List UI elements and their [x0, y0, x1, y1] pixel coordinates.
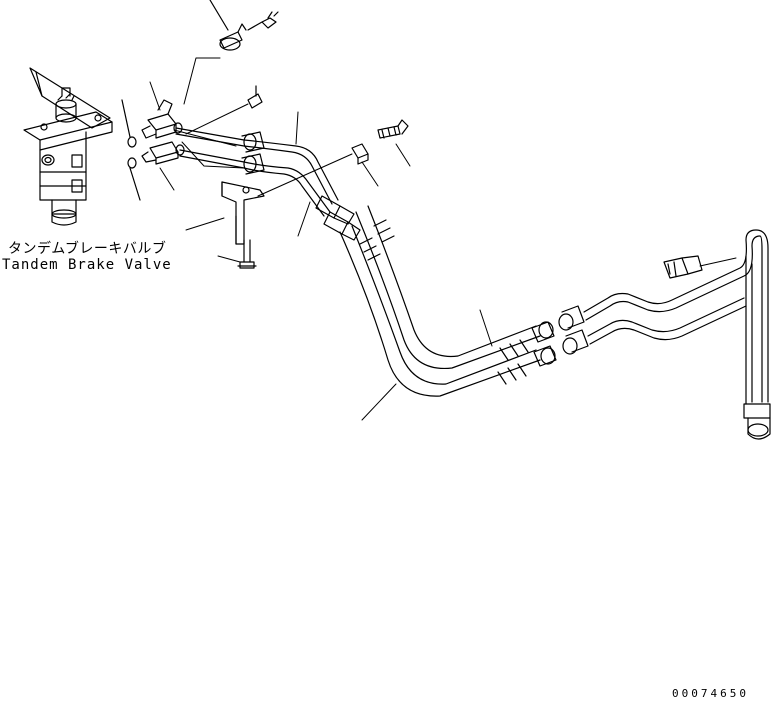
hose-fitting [532, 322, 556, 366]
leader-line [160, 168, 174, 190]
hose-fitting [316, 196, 360, 240]
drawing-number: 00074650 [672, 687, 749, 700]
union-connector [559, 306, 588, 354]
tube-end-fitting [744, 404, 770, 439]
leader-line [700, 258, 736, 266]
tee-fitting [142, 142, 184, 164]
brake-tube [584, 230, 768, 404]
leader-line [296, 112, 298, 144]
leader-line [480, 310, 492, 346]
brake-hose [340, 206, 540, 396]
leader-line [362, 384, 396, 420]
brake-tube [176, 128, 338, 216]
o-ring [122, 100, 140, 200]
tee-fitting [142, 100, 182, 138]
leader-line [218, 256, 240, 262]
pressure-switch [210, 0, 278, 50]
leader-line [298, 202, 310, 236]
leader-line [258, 154, 352, 196]
bolt [378, 120, 408, 138]
leader-line [396, 144, 410, 166]
plug [248, 86, 262, 108]
tube-end-cap [664, 256, 702, 278]
part-label-japanese: タンデムブレーキバルブ [8, 241, 167, 257]
bracket [222, 182, 264, 244]
leader-line [186, 218, 224, 230]
leader-line [182, 142, 244, 168]
tandem-brake-valve [24, 68, 112, 225]
clamp [352, 144, 368, 164]
bolt [238, 240, 256, 268]
leader-line [362, 162, 378, 186]
leader-line [184, 58, 220, 104]
leader-line [186, 104, 248, 134]
part-label-english: Tandem Brake Valve [2, 257, 172, 273]
leader-line [150, 82, 160, 110]
